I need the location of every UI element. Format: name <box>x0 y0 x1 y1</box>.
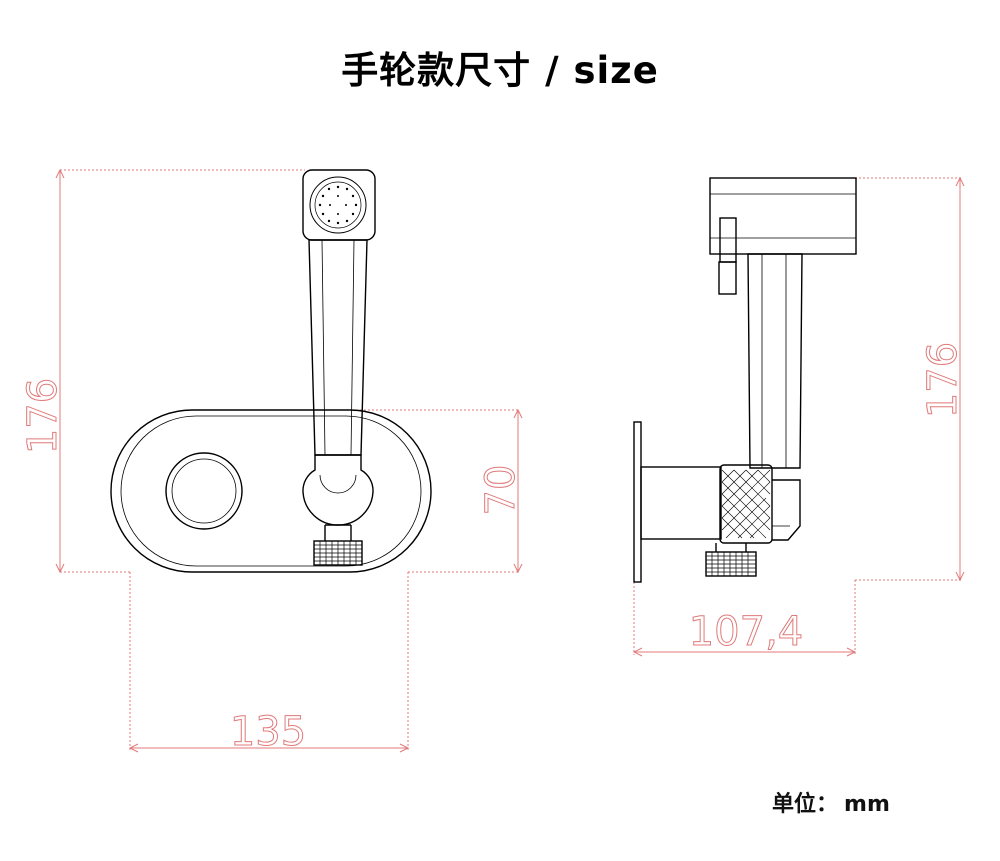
handle-holder <box>302 454 374 526</box>
unit-note: 单位：mm <box>772 786 896 818</box>
front-height-label: 176 <box>20 378 66 454</box>
front-body-height-label: 70 <box>478 465 524 516</box>
wall-plate-outline <box>110 409 432 573</box>
front-width-label: 135 <box>230 709 306 755</box>
spray-handle <box>308 239 368 456</box>
side-handle <box>747 253 803 469</box>
unit-label: 单位： <box>772 792 839 817</box>
spray-nozzle-face <box>309 176 367 234</box>
front-dimension-lines <box>60 169 520 750</box>
side-holder <box>772 479 801 541</box>
side-wall-flange <box>633 421 642 583</box>
side-spray-head <box>709 177 857 255</box>
side-depth-label: 107,4 <box>689 609 804 655</box>
page-title: 手轮款尺寸 / size <box>341 49 659 92</box>
spray-head <box>302 169 376 241</box>
side-knurled-handwheel <box>719 464 773 544</box>
knurl-pattern <box>721 469 771 539</box>
front-dimension-arrows <box>55 168 523 753</box>
side-dimension-arrows <box>632 176 965 657</box>
side-view <box>633 177 857 583</box>
side-trigger-button <box>719 217 737 263</box>
side-height-label: 176 <box>920 342 966 418</box>
unit-value: mm <box>844 792 890 817</box>
front-view <box>110 169 432 573</box>
handwheel <box>165 452 243 530</box>
side-dimension-lines <box>633 177 962 655</box>
nozzle-dots <box>318 185 358 225</box>
